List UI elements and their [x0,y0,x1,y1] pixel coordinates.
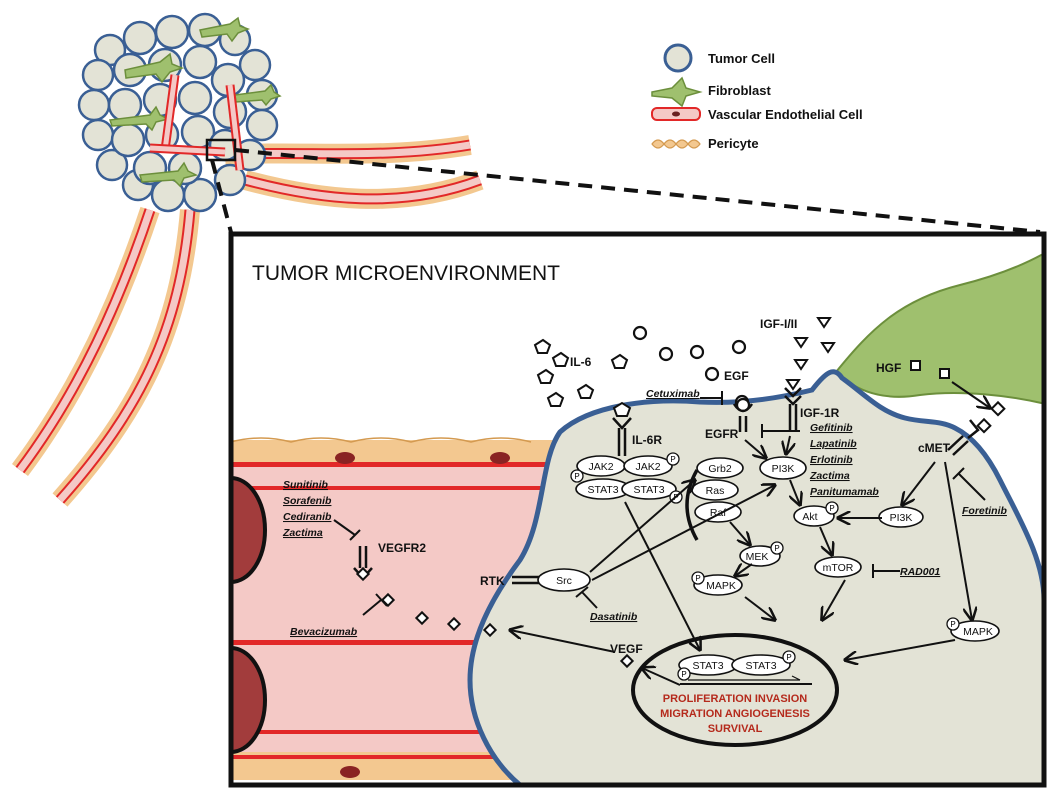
panel-title: TUMOR MICROENVIRONMENT [252,262,560,285]
igf-ligands: IGF-I/II [760,317,836,371]
mek-node [739,545,781,567]
drug-sorafenib: Sorafenib [283,495,332,507]
zoom-line-left [210,159,234,237]
legend-pericyte: Pericyte [651,136,759,151]
legend-tumor-cell: Tumor Cell [663,43,775,73]
egf-label: EGF [724,369,749,383]
fibroblast-cell [834,252,1044,405]
jak2-right-label: JAK2 [635,461,660,473]
stat3-left-label: STAT3 [587,484,618,496]
p-badge: P [681,670,686,679]
il6r-receptor: IL-6R [612,401,662,456]
legend-fibroblast: Fibroblast [651,76,772,108]
rtk-label: RTK [480,574,505,588]
drug-lapatinib: Lapatinib [810,438,857,450]
legend: Tumor Cell Fibroblast Vascular Endotheli… [651,43,863,151]
mtor-label: mTOR [823,562,854,574]
stat3-nuclear-right-label: STAT3 [745,660,776,672]
il6-ligands: IL-6 [533,338,629,407]
vegfr2-receptor: VEGFR2 [353,541,426,582]
vegf-ligands: VEGF [380,592,643,669]
nucleus: STAT3 STAT3 P P PROLIFERATION INVASION M… [631,633,839,747]
drug-foretinib: Foretinib [962,505,1007,517]
pi3k-top-label: PI3K [772,463,795,475]
akt-label: Akt [802,511,817,523]
p-badge: P [829,504,834,513]
stat3-right-label: STAT3 [633,484,664,496]
vegfr2-label: VEGFR2 [378,541,426,555]
signal-arrows [589,435,972,686]
legend-fibroblast-label: Fibroblast [708,83,772,98]
hgf-label: HGF [876,361,901,375]
ras-label: Ras [706,485,725,497]
hgf-ligands: HGF [876,360,1006,417]
tumor-cluster [77,12,282,213]
legend-endothelial-label: Vascular Endothelial Cell [708,107,863,122]
drug-zactima-vegfr: Zactima [282,527,323,539]
egfr-inhibitor-list: Gefitinib Lapatinib Erlotinib Zactima Pa… [809,422,879,498]
vegf-label: VEGF [610,642,643,656]
p-badge: P [786,653,791,662]
igf1r-receptor: IGF-1R [784,379,840,432]
egfr-label: EGFR [705,427,739,441]
pi3k-cmet-label: PI3K [890,512,913,524]
tumor-cell-icon [663,43,693,73]
zoom-line-top [234,148,1041,234]
drug-zactima: Zactima [809,470,850,482]
pi3k-top-node [759,456,807,480]
legend-pericyte-label: Pericyte [708,136,759,151]
il6-label: IL-6 [570,355,592,369]
drug-cetuximab: Cetuximab [646,388,700,400]
stat3-nuclear-left-label: STAT3 [692,660,723,672]
igf1r-label: IGF-1R [800,406,840,420]
drug-bevacizumab: Bevacizumab [290,626,358,638]
mek-label: MEK [746,551,769,563]
drug-erlotinib: Erlotinib [810,454,853,466]
mapk-label: MAPK [706,580,736,592]
inhibitor-lines [333,391,986,616]
p-badge: P [774,544,779,553]
p-badge: P [670,455,675,464]
pericyte-icon [651,139,701,149]
vegfr-inhibitor-list: Sunitinib Sorafenib Cediranib Zactima [282,479,332,539]
legend-endothelial: Vascular Endothelial Cell [651,107,863,122]
src-node [537,568,591,592]
mapk-cmet-label: MAPK [963,626,993,638]
mtor-node [814,556,862,578]
egfr-receptor: EGFR [705,397,754,441]
drug-rad001: RAD001 [900,566,940,578]
p-badge: P [574,472,579,481]
cmet-label: cMET [918,441,951,455]
rtk-receptor: RTK [480,574,540,588]
drug-cediranib: Cediranib [283,511,332,523]
p-badge: P [950,620,955,629]
drug-dasatinib: Dasatinib [590,611,638,623]
drug-gefitinib: Gefitinib [810,422,853,434]
legend-tumor-cell-label: Tumor Cell [708,51,775,66]
microenvironment-panel: TUMOR MICROENVIRONMENT IL-6 EGF IGF-I/II [228,231,1047,788]
drug-panitumamab: Panitumamab [810,486,879,498]
igf-label: IGF-I/II [760,317,797,331]
src-label: Src [556,575,572,587]
il6r-label: IL-6R [632,433,662,447]
jak2-left-label: JAK2 [588,461,613,473]
panel-border [228,231,1047,788]
outcome-line-1: PROLIFERATION INVASION [663,693,807,705]
outcome-line-3: SURVIVAL [708,723,763,735]
grb2-label: Grb2 [708,463,732,475]
fibroblast-icon [651,76,703,108]
cmet-receptor: cMET [918,417,992,456]
tumor-overview [11,12,484,507]
p-badge: P [695,574,700,583]
drug-sunitinib: Sunitinib [283,479,328,491]
outcome-line-2: MIGRATION ANGIOGENESIS [660,708,810,720]
akt-node [793,505,835,527]
mapk-node [693,574,743,596]
